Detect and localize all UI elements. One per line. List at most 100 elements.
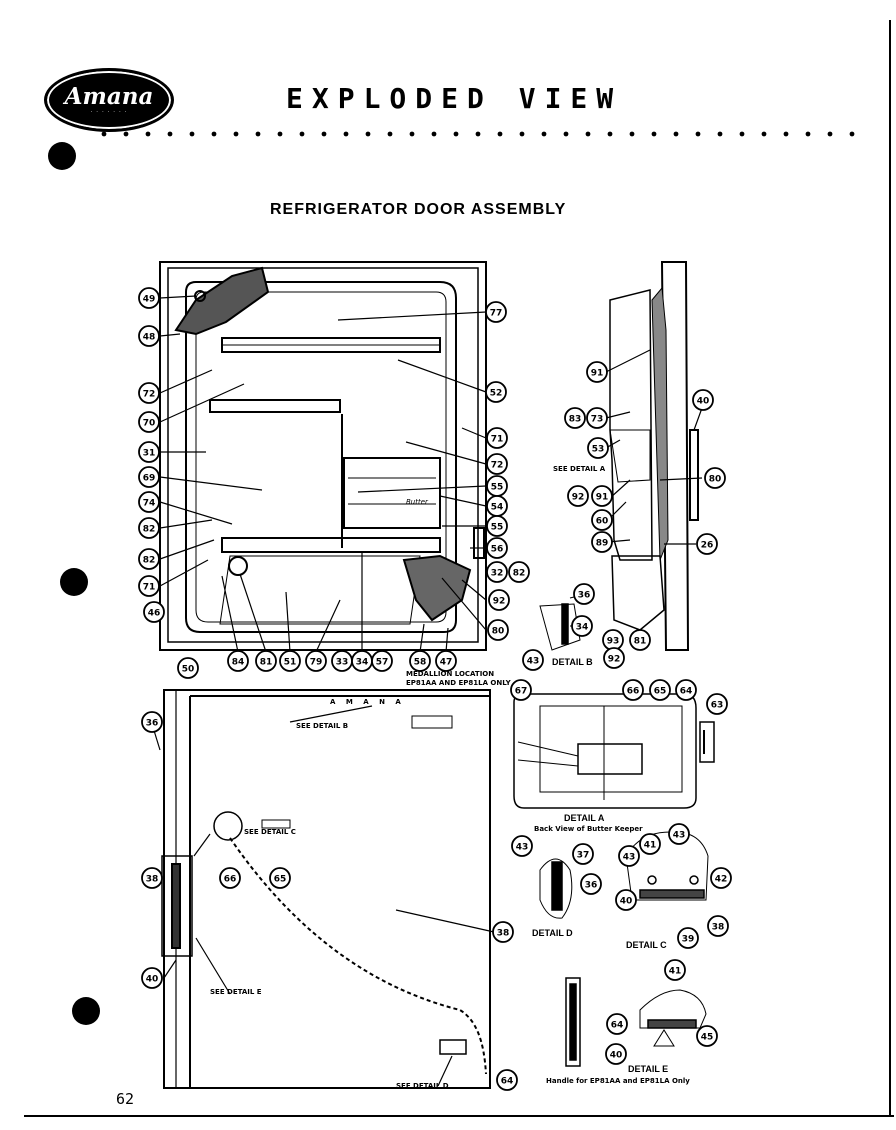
callout-circle	[508, 561, 530, 583]
page-number: 62	[116, 1090, 135, 1108]
decor-dot	[673, 131, 679, 137]
decor-dot	[541, 131, 547, 137]
callout-number: 80	[492, 627, 505, 637]
callout-number: 77	[490, 309, 503, 319]
binder-hole-middle	[60, 568, 88, 596]
callout-number: 56	[491, 545, 504, 555]
callout-circle	[486, 515, 508, 537]
decor-dot	[365, 131, 371, 137]
callout-circle	[649, 679, 671, 701]
decor-dot	[167, 131, 173, 137]
callout-63: 63	[706, 693, 728, 715]
callout-number: 79	[310, 658, 323, 668]
decor-dot	[519, 131, 525, 137]
callout-circle	[677, 927, 699, 949]
decor-dot	[629, 131, 635, 137]
callout-84: 84	[227, 650, 249, 672]
callout-number: 60	[596, 517, 609, 527]
callout-circle	[572, 843, 594, 865]
callout-number: 70	[143, 419, 156, 429]
callout-69: 69	[138, 466, 160, 488]
decor-dot	[585, 131, 591, 137]
callout-circle	[696, 1025, 718, 1047]
callout-65: 65	[649, 679, 671, 701]
callout-number: 48	[143, 333, 156, 343]
callout-43: 43	[668, 823, 690, 845]
logo-subtext: · · · · · · ·	[90, 109, 128, 115]
amana-logo: Amana · · · · · · ·	[44, 68, 174, 132]
medallion-models-label: EP81AA AND EP81LA ONLY	[406, 679, 511, 687]
callout-92: 92	[488, 589, 510, 611]
see-detail-a-label: SEE DETAIL A	[553, 465, 606, 473]
callout-40: 40	[615, 889, 637, 911]
callout-circle	[486, 453, 508, 475]
callout-number: 66	[627, 687, 640, 697]
callout-46: 46	[143, 601, 165, 623]
callout-number: 81	[260, 658, 273, 668]
callout-36: 36	[141, 711, 163, 733]
callout-circle	[710, 867, 732, 889]
medallion-location-label: MEDALLION LOCATION	[406, 670, 495, 678]
see-detail-c-label: SEE DETAIL C	[244, 828, 296, 836]
callout-73: 73	[586, 407, 608, 429]
callout-74: 74	[138, 491, 160, 513]
callout-circle	[692, 389, 714, 411]
callout-number: 43	[623, 853, 636, 863]
callout-72: 72	[138, 382, 160, 404]
callout-circle	[138, 325, 160, 347]
callout-circle	[487, 619, 509, 641]
callout-number: 80	[709, 475, 722, 485]
callout-circle	[496, 1069, 518, 1091]
decor-dot	[299, 131, 305, 137]
callout-number: 92	[493, 597, 506, 607]
detail-e-title: DETAIL E	[628, 1064, 669, 1074]
callout-72: 72	[486, 453, 508, 475]
callout-40: 40	[605, 1043, 627, 1065]
callout-number: 40	[697, 397, 710, 407]
callout-number: 38	[712, 923, 725, 933]
callout-number: 91	[591, 369, 604, 379]
callout-38: 38	[707, 915, 729, 937]
callout-number: 71	[491, 435, 504, 445]
callout-circle	[704, 467, 726, 489]
callout-83: 83	[564, 407, 586, 429]
callout-circle	[143, 601, 165, 623]
callout-circle	[622, 679, 644, 701]
callout-number: 57	[376, 658, 389, 668]
callout-number: 34	[356, 658, 369, 668]
callout-82: 82	[138, 548, 160, 570]
callout-number: 83	[569, 415, 582, 425]
see-detail-e-label: SEE DETAIL E	[210, 988, 262, 996]
callout-number: 92	[572, 493, 585, 503]
callout-40: 40	[141, 967, 163, 989]
callout-number: 53	[592, 445, 605, 455]
callout-number: 82	[143, 525, 156, 535]
callout-number: 72	[143, 390, 156, 400]
decor-dot	[497, 131, 503, 137]
page-title: EXPLODED VIEW	[286, 82, 623, 115]
callout-number: 69	[143, 474, 156, 484]
callout-circle	[219, 867, 241, 889]
detail-d-title: DETAIL D	[532, 928, 573, 938]
callout-80: 80	[704, 467, 726, 489]
callout-number: 72	[491, 461, 504, 471]
callout-number: 82	[513, 569, 526, 579]
decor-dot	[211, 131, 217, 137]
callout-circle	[138, 382, 160, 404]
decor-dot	[321, 131, 327, 137]
see-detail-b-label: SEE DETAIL B	[296, 722, 349, 730]
callout-circle	[564, 407, 586, 429]
callout-circle	[138, 411, 160, 433]
callout-number: 42	[715, 875, 728, 885]
callout-circle	[510, 679, 532, 701]
callout-40: 40	[692, 389, 714, 411]
callout-number: 55	[491, 523, 504, 533]
callout-circle	[586, 361, 608, 383]
callout-50: 50	[177, 657, 199, 679]
callout-number: 82	[143, 556, 156, 566]
callout-71: 71	[138, 575, 160, 597]
callout-82: 82	[138, 517, 160, 539]
callout-49: 49	[138, 287, 160, 309]
callout-number: 40	[620, 897, 633, 907]
callout-number: 41	[669, 967, 682, 977]
